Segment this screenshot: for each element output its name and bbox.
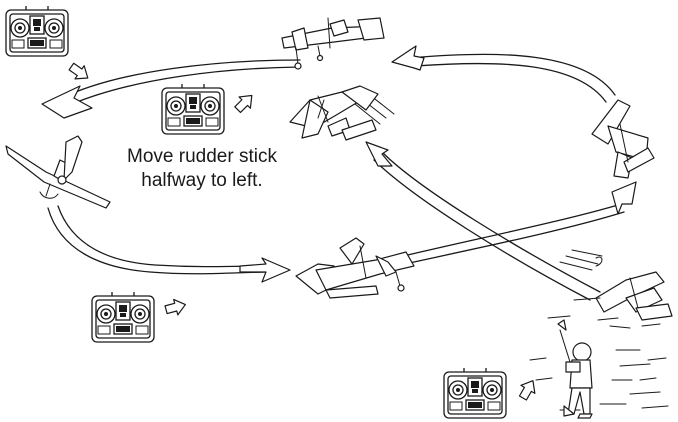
transmitter-icon xyxy=(91,291,155,343)
hollow-arrow-icon xyxy=(231,89,259,116)
hollow-arrow-icon xyxy=(163,296,189,319)
rudder-instruction-line1: Move rudder stick xyxy=(127,146,277,167)
airplane-banking xyxy=(289,85,379,141)
airplane-bottom xyxy=(295,237,415,299)
airplane-landing xyxy=(595,271,673,321)
flight-path-climb xyxy=(394,204,619,259)
transmitter-icon xyxy=(443,367,507,419)
airplane-left xyxy=(5,135,111,209)
flight-path-lower-left xyxy=(47,207,271,275)
pilot-figure xyxy=(557,319,593,419)
flight-path-arrowhead-left xyxy=(41,85,93,119)
rudder-instruction-line2: halfway to left. xyxy=(141,170,263,191)
flight-path-upper-right xyxy=(409,53,616,96)
flight-path-upper-left xyxy=(61,59,301,99)
hollow-arrow-icon xyxy=(66,59,93,86)
transmitter-icon xyxy=(5,5,69,57)
airplane-top xyxy=(281,17,385,70)
airplane-right xyxy=(591,99,655,179)
hollow-arrow-icon xyxy=(515,376,541,403)
ground-marks xyxy=(529,297,669,411)
rudder-instruction: Move rudder stick halfway to left. xyxy=(102,145,302,193)
transmitter-icon xyxy=(161,83,225,135)
flight-path-cross xyxy=(381,151,601,293)
